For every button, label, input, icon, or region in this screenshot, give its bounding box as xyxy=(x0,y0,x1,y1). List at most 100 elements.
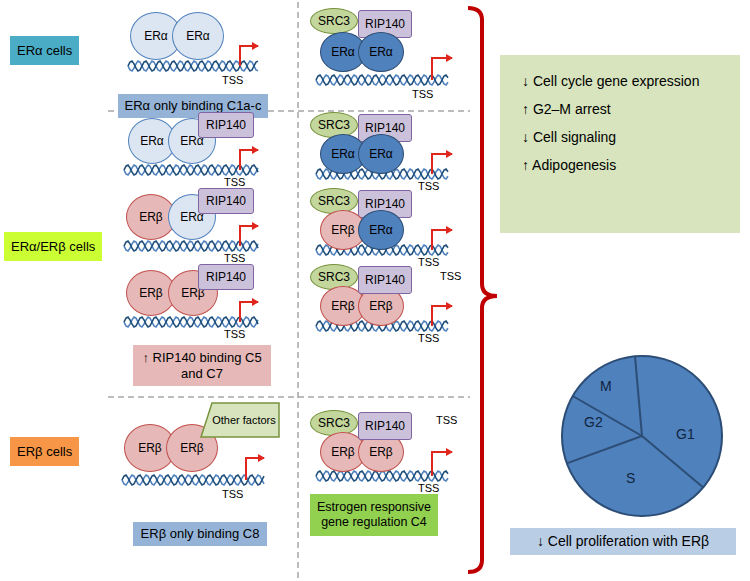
red-bracket xyxy=(468,8,497,572)
dna-strand xyxy=(124,317,258,327)
dna-strand xyxy=(128,61,258,71)
node-text: ↓ Cell signaling xyxy=(522,129,730,145)
dna-strand xyxy=(316,471,448,481)
dna-strand xyxy=(124,241,258,251)
node-text: ERβ xyxy=(139,210,163,224)
dna-strand xyxy=(128,61,258,71)
rip140-box: RIP140 xyxy=(198,112,254,138)
tss-label: TSS xyxy=(224,252,245,264)
tss-arrow xyxy=(240,302,258,322)
tss-label: TSS xyxy=(222,488,243,500)
node-text: SRC3 xyxy=(318,14,350,28)
node-text: ERβ xyxy=(331,223,355,237)
node-text: RIP140 xyxy=(206,118,246,132)
dna-strand xyxy=(316,75,448,85)
separator-lines xyxy=(108,2,470,579)
dna-strand xyxy=(124,317,258,327)
rip140-box: RIP140 xyxy=(198,264,254,290)
cell-type-label: ERα/ERβ cells xyxy=(4,232,102,261)
tss-arrow xyxy=(246,458,264,480)
dna-strand xyxy=(316,75,448,85)
factor-trapezoid: Other factors xyxy=(200,402,280,438)
text-box: ↓ Cell proliferation with ERβ xyxy=(510,528,736,555)
node-text: ERα xyxy=(331,147,355,161)
cell-cycle-pie xyxy=(562,356,722,516)
rip140-box: RIP140 xyxy=(198,188,254,214)
node-text: ERβ only binding C8 xyxy=(139,526,261,542)
node-text: SRC3 xyxy=(318,416,350,430)
src3-ellipse: SRC3 xyxy=(310,264,358,290)
node-text: Other factors xyxy=(212,414,276,427)
node-text: Estrogen responsive gene regulation C4 xyxy=(316,500,432,530)
node-text: ERα xyxy=(369,223,393,237)
dna-strand xyxy=(122,475,264,485)
dna-strand xyxy=(316,471,448,481)
tss-label: TSS xyxy=(418,332,439,344)
tss-label: TSS xyxy=(440,270,461,282)
tss-arrow xyxy=(432,58,452,80)
node-text: RIP140 xyxy=(365,273,405,287)
dna-strand xyxy=(122,475,264,485)
tss-label: TSS xyxy=(418,482,439,494)
tss-arrow xyxy=(432,306,452,326)
node-text: ERα xyxy=(331,45,355,59)
dna-strand xyxy=(124,165,258,175)
node-text: ERβ xyxy=(331,299,355,313)
node-text: SRC3 xyxy=(318,118,350,132)
phase-label: M xyxy=(600,378,612,394)
tss-label: TSS xyxy=(418,180,439,192)
effects-box: ↓ Cell cycle gene expression ↑ G2–M arres… xyxy=(500,55,740,233)
node-text: ↑ G2–M arrest xyxy=(522,101,730,117)
node-text: RIP140 xyxy=(365,197,405,211)
er-alpha-ellipse: ERα xyxy=(358,134,404,174)
tss-arrow xyxy=(240,46,258,66)
rip140-box: RIP140 xyxy=(358,412,412,440)
node-text: ERα xyxy=(140,134,164,148)
node-text: RIP140 xyxy=(206,270,246,284)
tss-arrow xyxy=(432,230,452,250)
phase-label: G2 xyxy=(584,414,603,430)
tss-label: TSS xyxy=(436,414,457,426)
node-text: ERα/ERβ cells xyxy=(11,239,95,254)
tss-label: TSS xyxy=(224,328,245,340)
node-text: ERα xyxy=(369,45,393,59)
node-text: ERβ xyxy=(369,445,393,459)
tss-label: TSS xyxy=(412,88,433,100)
text-box: Estrogen responsive gene regulation C4 xyxy=(310,494,438,536)
node-text: SRC3 xyxy=(318,270,350,284)
node-text: ERα xyxy=(369,147,393,161)
node-text: ↓ Cell cycle gene expression xyxy=(522,73,730,89)
node-text: RIP140 xyxy=(365,121,405,135)
node-text: ERβ xyxy=(138,441,162,455)
node-text: ↑ RIP140 binding C5 and C7 xyxy=(141,350,263,381)
node-text: ERβ xyxy=(369,299,393,313)
src3-ellipse: SRC3 xyxy=(310,188,358,214)
dna-strand xyxy=(124,165,258,175)
node-text: ERβ xyxy=(139,286,163,300)
node-text: ERβ xyxy=(180,441,204,455)
node-text: RIP140 xyxy=(206,194,246,208)
er-alpha-ellipse: ERα xyxy=(172,12,224,60)
tss-label: TSS xyxy=(224,176,245,188)
node-text: ↑ Adipogenesis xyxy=(522,157,730,173)
cell-type-label: ERβ cells xyxy=(10,437,79,466)
node-text: ERβ xyxy=(331,445,355,459)
node-text: RIP140 xyxy=(365,17,405,31)
node-text: ERβ cells xyxy=(17,444,72,459)
src3-ellipse: SRC3 xyxy=(310,112,358,138)
node-text: SRC3 xyxy=(318,194,350,208)
tss-arrow xyxy=(240,150,258,170)
rip140-box: RIP140 xyxy=(358,266,412,294)
tss-label: TSS xyxy=(222,74,243,86)
src3-ellipse: SRC3 xyxy=(310,410,358,436)
tss-arrow xyxy=(240,226,258,246)
node-text: RIP140 xyxy=(365,419,405,433)
node-text: ERα xyxy=(186,29,210,43)
text-box: ↑ RIP140 binding C5 and C7 xyxy=(133,345,271,386)
er-alpha-ellipse: ERα xyxy=(358,32,404,72)
node-text: ↓ Cell proliferation with ERβ xyxy=(520,533,726,550)
tss-arrow xyxy=(432,452,452,476)
dna-strand xyxy=(124,241,258,251)
node-text: ERα xyxy=(144,29,168,43)
